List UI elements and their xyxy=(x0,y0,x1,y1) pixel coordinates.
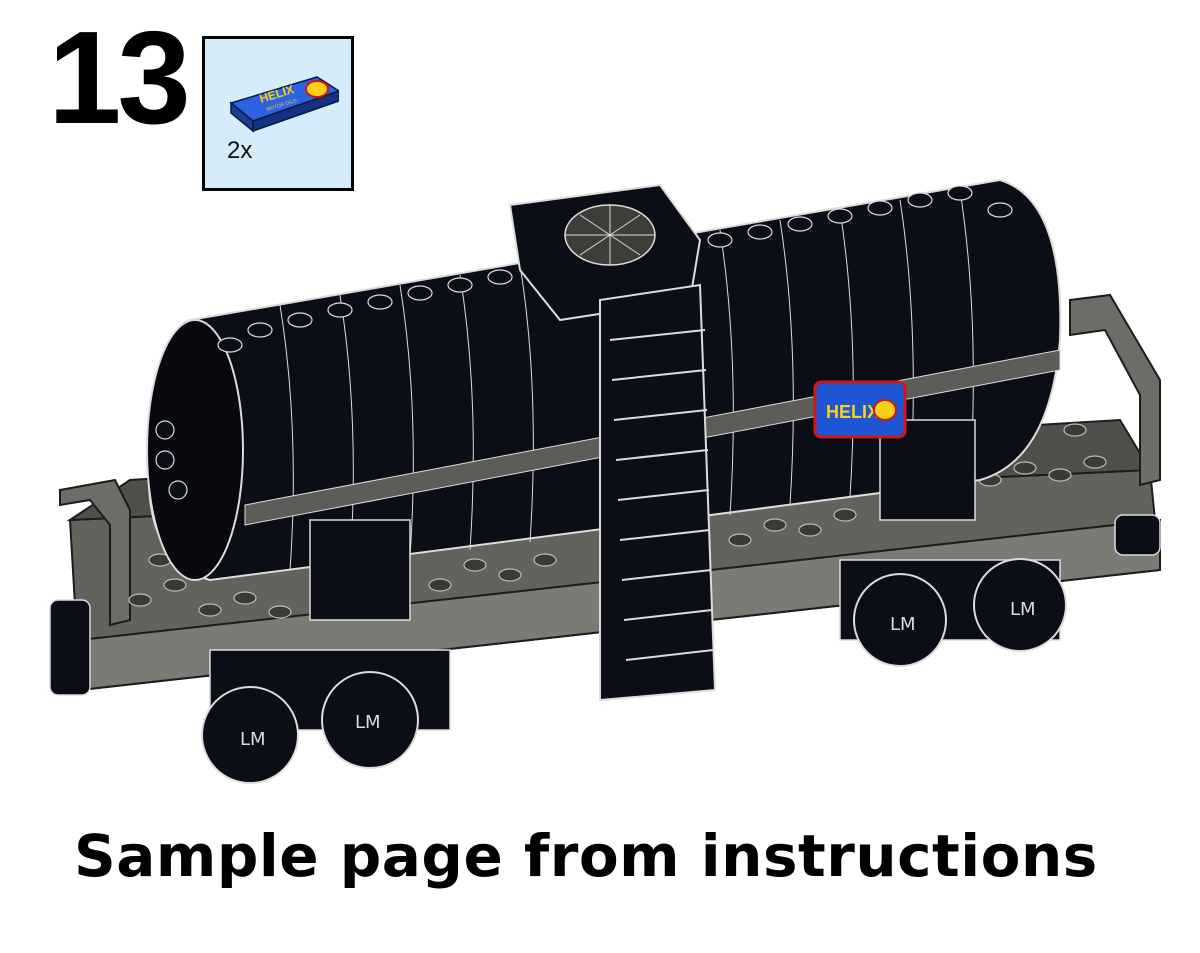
step-number: 13 xyxy=(48,4,191,151)
rear-coupler xyxy=(1114,514,1161,556)
svg-text:LM: LM xyxy=(355,712,381,733)
deck-studs xyxy=(128,423,1107,619)
tank-wagon-model-image: HELIX LM LM LM LM xyxy=(49,178,1162,784)
svg-text:LM: LM xyxy=(890,614,916,635)
svg-text:LM: LM xyxy=(240,729,266,750)
rear-railing xyxy=(1069,293,1161,487)
hatch-spokes xyxy=(565,205,655,265)
helix-decal-on-tank: HELIX xyxy=(813,380,907,439)
end-cap-studs xyxy=(155,420,188,500)
caption: Sample page from instructions xyxy=(74,822,1098,890)
tank-end-cap xyxy=(146,319,244,581)
bogie-front: LM LM xyxy=(201,649,451,784)
parts-callout: HELIX MOTOR OILS 2x xyxy=(202,36,354,191)
svg-text:LM: LM xyxy=(1010,599,1036,620)
support-left xyxy=(309,519,411,621)
tank-top-studs xyxy=(217,185,1013,353)
front-coupler xyxy=(49,599,91,696)
bogie-rear: LM LM xyxy=(839,558,1067,667)
shell-helix-tile-part-icon: HELIX MOTOR OILS xyxy=(229,76,339,133)
ladder xyxy=(599,283,717,702)
part-quantity: 2x xyxy=(227,137,253,164)
front-railing xyxy=(59,478,131,627)
tank-decal-text: HELIX xyxy=(826,402,879,422)
